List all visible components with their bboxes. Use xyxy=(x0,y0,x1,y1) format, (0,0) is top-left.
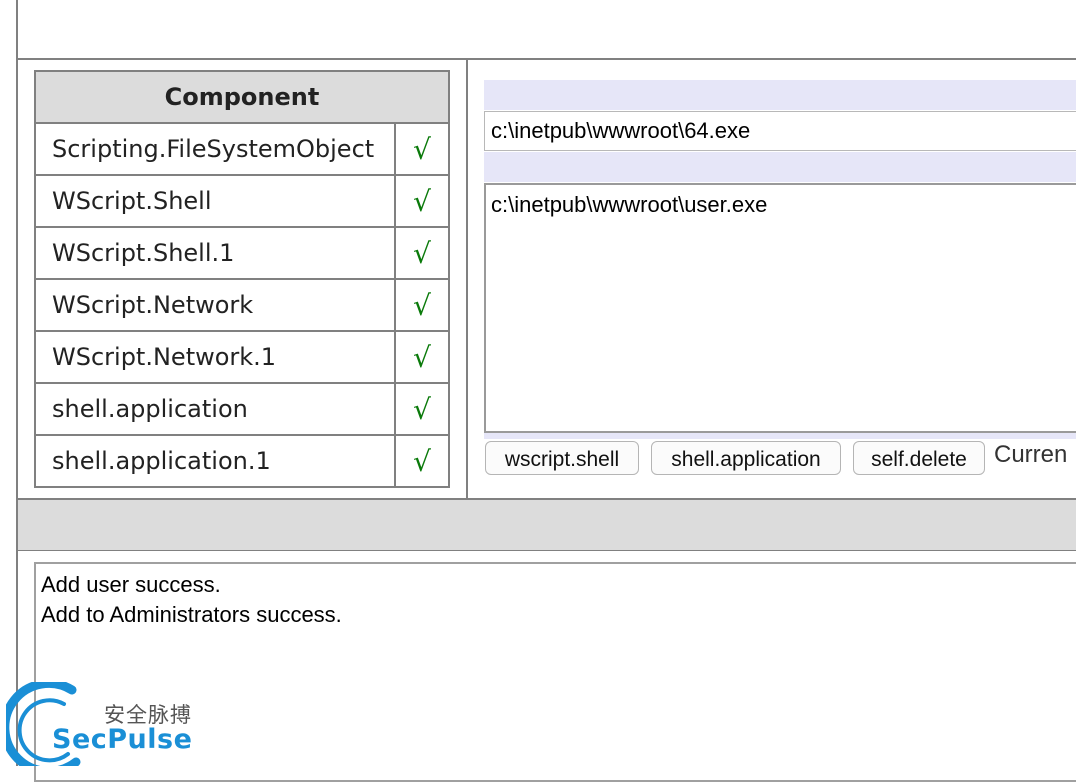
component-name: WScript.Network xyxy=(36,280,396,330)
component-table: Component Scripting.FileSystemObject√WSc… xyxy=(34,70,450,488)
component-rows: Scripting.FileSystemObject√WScript.Shell… xyxy=(36,124,448,486)
frame-top-divider xyxy=(16,58,1076,60)
component-name: shell.application.1 xyxy=(36,436,396,486)
check-mark-icon: √ xyxy=(413,288,431,322)
component-row: WScript.Network.1 √ xyxy=(36,332,448,384)
output-box: Add user success. Add to Administrators … xyxy=(34,562,1076,782)
current-directory-label: Curren xyxy=(994,441,1068,468)
status-strip xyxy=(18,500,1076,550)
button-row-bar xyxy=(484,433,1076,439)
component-name: WScript.Shell.1 xyxy=(36,228,396,278)
component-row: shell.application.1 √ xyxy=(36,436,448,486)
command-textarea[interactable]: c:\inetpub\wwwroot\user.exe xyxy=(484,183,1076,433)
component-name: WScript.Shell xyxy=(36,176,396,226)
shell-application-button[interactable]: shell.application xyxy=(651,441,841,475)
component-row: shell.application √ xyxy=(36,384,448,436)
logo-english-text: SecPulse xyxy=(52,724,193,755)
component-name: WScript.Network.1 xyxy=(36,332,396,382)
check-mark-icon: √ xyxy=(413,340,431,374)
check-mark-icon: √ xyxy=(413,184,431,218)
component-name: Scripting.FileSystemObject xyxy=(36,124,396,174)
component-row: WScript.Network √ xyxy=(36,280,448,332)
path-header-bar xyxy=(484,80,1076,110)
path-input[interactable] xyxy=(484,111,1076,151)
component-row: WScript.Shell √ xyxy=(36,176,448,228)
wscript-shell-button[interactable]: wscript.shell xyxy=(485,441,639,475)
frame-left-border xyxy=(16,0,18,766)
component-table-header: Component xyxy=(36,72,448,124)
check-mark-icon: √ xyxy=(413,132,431,166)
component-row: WScript.Shell.1 √ xyxy=(36,228,448,280)
output-line: Add to Administrators success. xyxy=(41,602,342,627)
frame-middle-divider xyxy=(466,58,468,500)
logo-chinese-text: 安全脉搏 xyxy=(104,703,192,727)
check-mark-icon: √ xyxy=(413,444,431,478)
component-row: Scripting.FileSystemObject √ xyxy=(36,124,448,176)
check-mark-icon: √ xyxy=(413,236,431,270)
command-header-bar xyxy=(484,152,1076,182)
check-mark-icon: √ xyxy=(413,392,431,426)
frame-output-divider xyxy=(16,549,1076,551)
component-name: shell.application xyxy=(36,384,396,434)
output-line: Add user success. xyxy=(41,572,221,597)
self-delete-button[interactable]: self.delete xyxy=(853,441,985,475)
secpulse-logo-icon xyxy=(6,682,81,766)
frame-lower-divider xyxy=(16,498,1076,500)
